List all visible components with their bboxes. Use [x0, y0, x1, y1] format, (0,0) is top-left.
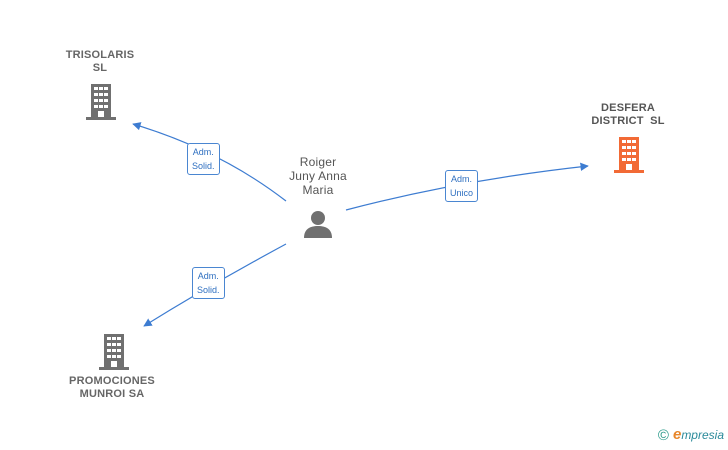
badge-line1: Adm. [192, 147, 214, 157]
building-icon[interactable] [614, 137, 644, 173]
badge-line2: Solid. [192, 161, 215, 171]
node-label-person[interactable]: Roiger Juny Anna Maria [268, 155, 368, 197]
copyright-icon: © [657, 427, 669, 444]
node-name-line2: MUNROI SA [79, 388, 145, 400]
edge-badge-promociones[interactable]: Adm. Solid. [192, 267, 225, 299]
footer-brand: ©empresia [658, 426, 724, 444]
person-icon[interactable] [303, 209, 333, 239]
node-label-promociones[interactable]: PROMOCIONES MUNROI SA [56, 375, 168, 401]
badge-line1: Adm. [451, 174, 473, 184]
node-name-line1: PROMOCIONES [69, 375, 155, 387]
node-name-line2: SL [92, 62, 108, 74]
node-label-desfera[interactable]: DESFERA DISTRICT SL [578, 102, 678, 128]
person-name-line1: Roiger [299, 155, 337, 169]
node-name-line1: DESFERA [601, 102, 655, 114]
brand-logo-text: mpresia [681, 428, 724, 442]
badge-line2: Solid. [197, 285, 220, 295]
person-name-line2: Juny Anna [289, 169, 347, 183]
building-icon[interactable] [86, 84, 116, 120]
node-label-trisolaris[interactable]: TRISOLARIS SL [50, 49, 150, 75]
badge-line2: Unico [450, 188, 474, 198]
edge-badge-desfera[interactable]: Adm. Unico [445, 170, 479, 202]
node-name-line1: TRISOLARIS [65, 49, 135, 61]
badge-line1: Adm. [197, 271, 219, 281]
person-name-line3: Maria [302, 183, 334, 197]
brand-logo-e: e [672, 426, 682, 443]
building-icon[interactable] [99, 334, 129, 370]
node-name-line2: DISTRICT SL [591, 115, 665, 127]
edge-badge-trisolaris[interactable]: Adm. Solid. [187, 143, 220, 175]
